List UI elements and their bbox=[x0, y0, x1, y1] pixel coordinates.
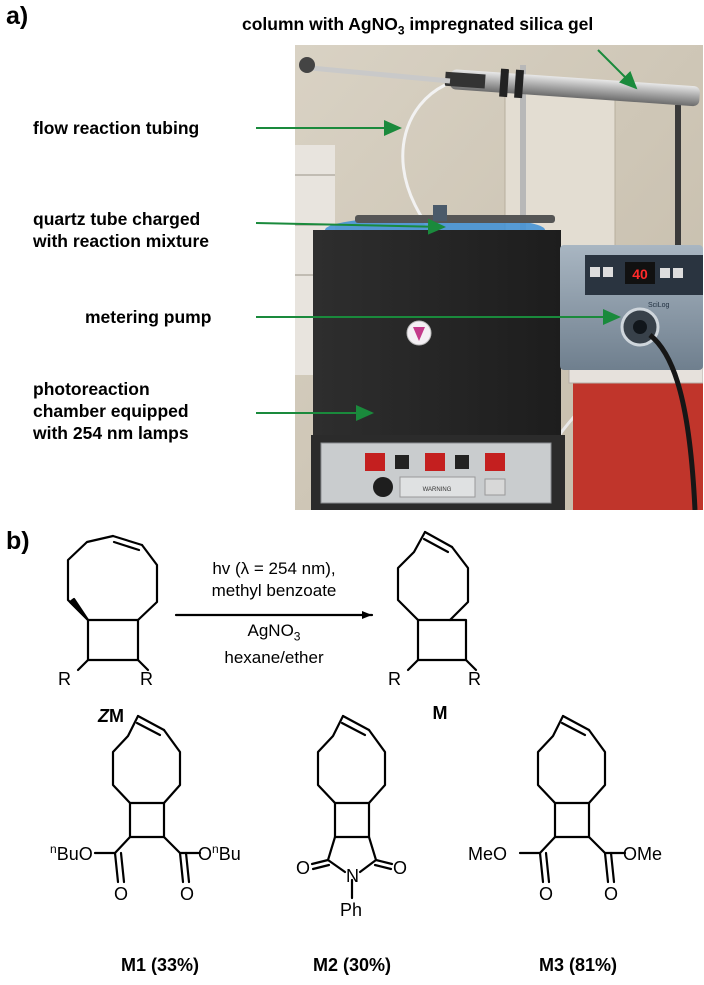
panel-a-label: a) bbox=[6, 2, 29, 30]
label-ZM-main: M bbox=[109, 706, 124, 726]
m2-o-right: O bbox=[393, 858, 407, 878]
zm-r-right: R bbox=[140, 669, 153, 689]
m1-left-main: BuO bbox=[57, 844, 93, 864]
m2-o-left: O bbox=[296, 858, 310, 878]
caption-M3: M3 (81%) bbox=[498, 955, 658, 976]
callout-column: column with AgNO3 impregnated silica gel bbox=[242, 13, 593, 42]
callout-chamber-line3: with 254 nm lamps bbox=[33, 423, 189, 443]
m1-right-prefix: O bbox=[198, 844, 212, 864]
photo-switch-4 bbox=[455, 455, 469, 469]
photo-column-rod bbox=[299, 64, 451, 84]
structure-M2 bbox=[310, 714, 394, 900]
m3-right-group: OMe bbox=[623, 844, 662, 864]
caption-M3-name: M3 bbox=[538, 955, 564, 975]
photo-key-switch bbox=[373, 477, 393, 497]
conditions-below: AgNO3 hexane/ether bbox=[176, 620, 372, 669]
label-ZM: ZM bbox=[86, 706, 136, 727]
arrow-column bbox=[597, 49, 638, 90]
m1-o-right: O bbox=[180, 884, 194, 904]
wedge-bond bbox=[68, 597, 90, 622]
condition-line4: hexane/ether bbox=[224, 648, 324, 668]
photo-switch-5 bbox=[485, 453, 505, 471]
condition-line3-sub: 3 bbox=[293, 629, 301, 644]
callout-chamber-line2: chamber equipped bbox=[33, 401, 189, 421]
apparatus-photo-svg: WARNING 40 SciLog bbox=[295, 45, 703, 510]
structure-ZM bbox=[66, 534, 159, 672]
photo-warning-label: WARNING bbox=[423, 487, 452, 493]
callout-column-prefix: column with AgNO bbox=[242, 14, 398, 34]
callout-chamber-line1: photoreaction bbox=[33, 379, 150, 399]
caption-M1-yield: (33%) bbox=[151, 955, 200, 975]
photo-cable bbox=[675, 105, 681, 325]
m3-o-right: O bbox=[604, 884, 618, 904]
m-r-left: R bbox=[388, 669, 401, 689]
m1-o-left: O bbox=[114, 884, 128, 904]
condition-line2: methyl benzoate bbox=[211, 581, 337, 600]
caption-M2: M2 (30%) bbox=[272, 955, 432, 976]
m1-right-sup: n bbox=[212, 842, 219, 856]
photo-column bbox=[444, 68, 700, 107]
caption-M2-yield: (30%) bbox=[343, 955, 392, 975]
callout-quartz-line1: quartz tube charged bbox=[33, 209, 201, 229]
structure-M3 bbox=[518, 714, 627, 884]
structure-M1 bbox=[93, 714, 202, 884]
photo-switch-3 bbox=[425, 453, 445, 471]
label-M: M bbox=[432, 703, 448, 723]
structure-M bbox=[396, 530, 478, 672]
caption-M1-name: M1 bbox=[120, 955, 146, 975]
m3-o-left: O bbox=[539, 884, 553, 904]
callout-arrows bbox=[255, 49, 638, 421]
photo-chamber bbox=[313, 230, 561, 440]
condition-line1: hv (λ = 254 nm), bbox=[212, 559, 336, 578]
conditions-above: hv (λ = 254 nm), methyl benzoate bbox=[176, 558, 372, 602]
arrow-quartz bbox=[255, 218, 446, 235]
caption-M1: M1 (33%) bbox=[80, 955, 240, 976]
caption-M2-name: M2 bbox=[312, 955, 338, 975]
m1-right-main: Bu bbox=[219, 844, 241, 864]
callout-quartz: quartz tube charged with reaction mixtur… bbox=[33, 208, 209, 252]
condition-line3: AgNO3 bbox=[176, 620, 372, 647]
photo-switch-2 bbox=[395, 455, 409, 469]
m2-n: N bbox=[346, 866, 359, 886]
zm-r-left: R bbox=[58, 669, 71, 689]
callout-pump: metering pump bbox=[85, 307, 212, 327]
photo-pump-brand: SciLog bbox=[648, 302, 670, 309]
photo-pump-display-value: 40 bbox=[632, 266, 648, 282]
photo-switch-1 bbox=[365, 453, 385, 471]
m1-right-group: OnBu bbox=[198, 842, 241, 864]
panel-b-label: b) bbox=[6, 527, 30, 555]
apparatus-photo: WARNING 40 SciLog bbox=[295, 45, 703, 510]
photo-pump-display bbox=[625, 262, 655, 284]
callout-chamber: photoreaction chamber equipped with 254 … bbox=[33, 378, 189, 444]
photo-quartz-tube bbox=[355, 215, 555, 223]
callout-column-suffix: impregnated silica gel bbox=[404, 14, 594, 34]
m1-left-prefix: n bbox=[50, 842, 57, 856]
label-ZM-prefix: Z bbox=[98, 706, 109, 726]
callout-tubing: flow reaction tubing bbox=[33, 118, 200, 138]
condition-line3-main: AgNO bbox=[247, 621, 294, 640]
caption-M3-yield: (81%) bbox=[569, 955, 618, 975]
photo-stand-rod bbox=[520, 65, 526, 245]
reaction-scheme: R R R R nBuO OnBu O O O O N Ph MeO OMe O… bbox=[50, 530, 662, 920]
m3-left-group: MeO bbox=[468, 844, 507, 864]
m1-left-group: nBuO bbox=[50, 842, 93, 864]
callout-column-sub: 3 bbox=[397, 23, 405, 38]
m2-ph: Ph bbox=[340, 900, 362, 920]
callout-quartz-line2: with reaction mixture bbox=[33, 231, 210, 251]
m-r-right: R bbox=[468, 669, 481, 689]
